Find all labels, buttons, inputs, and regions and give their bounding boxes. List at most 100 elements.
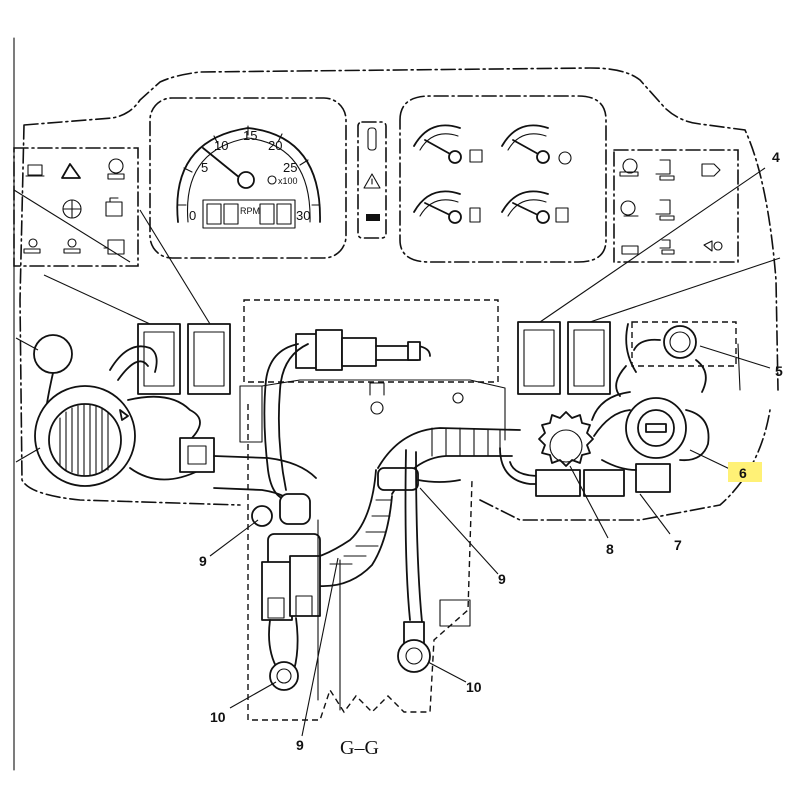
tach-scale-20: 20 bbox=[268, 138, 282, 153]
wire-down-right-2 bbox=[415, 451, 423, 623]
center-warning-strip bbox=[357, 121, 387, 239]
bracket-left bbox=[239, 385, 263, 443]
gauge-oil-pressure bbox=[501, 124, 572, 165]
tach-scale-10: 10 bbox=[214, 138, 228, 153]
callout-6: 6 bbox=[739, 465, 747, 481]
gauge-temperature bbox=[413, 190, 481, 224]
wire-down-left-2 bbox=[293, 617, 299, 671]
wire-knob-2 bbox=[117, 360, 149, 381]
tach-scale-5: 5 bbox=[201, 160, 208, 175]
callout-9-right: 9 bbox=[498, 571, 506, 587]
relay-box-1 bbox=[261, 561, 293, 621]
bracket-top bbox=[261, 379, 506, 441]
switch-5-lever bbox=[633, 338, 661, 351]
grommet-right-10 bbox=[397, 639, 431, 673]
tachometer-hub bbox=[237, 171, 255, 189]
connector-bottom-8 bbox=[535, 469, 581, 497]
steering-column-outline bbox=[247, 404, 473, 721]
wire-upper-5b bbox=[625, 323, 637, 373]
switch-block-left-1 bbox=[137, 323, 181, 395]
callout-8: 8 bbox=[606, 541, 614, 557]
harness-boot-left bbox=[279, 493, 311, 525]
wire-knob-3 bbox=[127, 395, 201, 441]
right-indicator-panel bbox=[613, 149, 739, 263]
mount-bolt-2 bbox=[452, 392, 464, 404]
harness-main-corrugated bbox=[299, 427, 521, 588]
callout-10-right: 10 bbox=[466, 679, 482, 695]
digital-display-frame bbox=[202, 199, 296, 229]
wire-knob-4 bbox=[129, 467, 201, 481]
right-indicator-icons bbox=[619, 158, 723, 255]
callout-5: 5 bbox=[775, 363, 783, 379]
switch-knob-5 bbox=[663, 325, 697, 359]
tach-scale-30: 30 bbox=[296, 208, 310, 223]
harness-corrugation-rings bbox=[329, 427, 501, 565]
ignition-key-cylinder bbox=[637, 409, 675, 447]
harness-clamp-tail bbox=[417, 479, 461, 483]
ignition-housing-right bbox=[679, 409, 710, 462]
wire-knob-1 bbox=[109, 345, 158, 373]
relay-box-2 bbox=[289, 555, 321, 617]
wire-ignition-2 bbox=[593, 409, 631, 437]
mount-bolt bbox=[370, 401, 384, 415]
rotary-switch-dial bbox=[48, 403, 122, 477]
connector-bottom-6 bbox=[635, 463, 671, 493]
clamp-left-9 bbox=[251, 505, 273, 527]
wire-loop-left-2 bbox=[277, 343, 309, 491]
oil-pressure-icon bbox=[558, 151, 572, 165]
switch-block-right-1 bbox=[517, 321, 561, 395]
callout-4: 4 bbox=[772, 149, 780, 165]
gauge-fuel bbox=[501, 190, 569, 224]
tach-scale-25: 25 bbox=[283, 160, 297, 175]
rotary-switch-pointer bbox=[119, 409, 129, 421]
thermometer-icon bbox=[469, 207, 481, 223]
switch-housing-5 bbox=[631, 321, 737, 367]
callout-6-highlight bbox=[728, 462, 762, 482]
callout-9-bottom: 9 bbox=[296, 737, 304, 753]
connector-top-2 bbox=[315, 329, 343, 371]
column-sidelines bbox=[317, 519, 341, 711]
tach-unit: x100 bbox=[278, 176, 298, 186]
wire-end-cap bbox=[407, 341, 421, 361]
gear-sprocket-8 bbox=[538, 411, 594, 467]
left-indicator-icons bbox=[23, 158, 125, 255]
switch-block-right-2 bbox=[567, 321, 611, 395]
hourmeter-icon bbox=[267, 175, 277, 185]
leader-lines bbox=[13, 167, 781, 737]
connector-bottom-7 bbox=[583, 469, 625, 497]
key-slot-icon bbox=[645, 423, 667, 433]
harness-clamp-center bbox=[377, 467, 419, 491]
switch-block-left-2 bbox=[187, 323, 231, 395]
digital-display-cells bbox=[206, 203, 292, 225]
high-beam-icon bbox=[366, 214, 380, 221]
tachometer-bezel bbox=[149, 97, 347, 259]
left-indicator-panel bbox=[13, 147, 139, 267]
digital-display-text: RPM bbox=[240, 206, 260, 216]
wire-down-left-1 bbox=[268, 619, 279, 671]
knob-cap bbox=[33, 334, 73, 374]
switch-5-wire bbox=[695, 359, 707, 393]
coolant-temp-icon bbox=[469, 149, 483, 163]
callout-10-left: 10 bbox=[210, 709, 226, 725]
gauge-cluster-bezel bbox=[399, 95, 607, 263]
grommet-left-10 bbox=[269, 661, 299, 691]
wire-upper-5 bbox=[615, 365, 627, 397]
rotary-switch-grip bbox=[59, 404, 109, 476]
indicator-lamp-icon bbox=[367, 127, 377, 151]
connector-top-3 bbox=[341, 337, 377, 367]
tachometer-needle bbox=[202, 147, 241, 179]
tach-scale-15: 15 bbox=[243, 128, 257, 143]
wire-top-right bbox=[375, 345, 431, 361]
wire-loop-left bbox=[263, 343, 299, 501]
connector-left bbox=[179, 437, 215, 473]
fuel-pump-icon bbox=[555, 207, 569, 223]
mount-bolt-head bbox=[369, 382, 385, 396]
wire-ignition-1 bbox=[591, 391, 631, 421]
center-connector-housing bbox=[243, 299, 499, 383]
callout-7: 7 bbox=[674, 537, 682, 553]
callout-9-left: 9 bbox=[199, 553, 207, 569]
hazard-warning-icon bbox=[363, 173, 381, 189]
tachometer-ticks bbox=[177, 125, 321, 206]
wire-ignition-3 bbox=[601, 459, 637, 471]
